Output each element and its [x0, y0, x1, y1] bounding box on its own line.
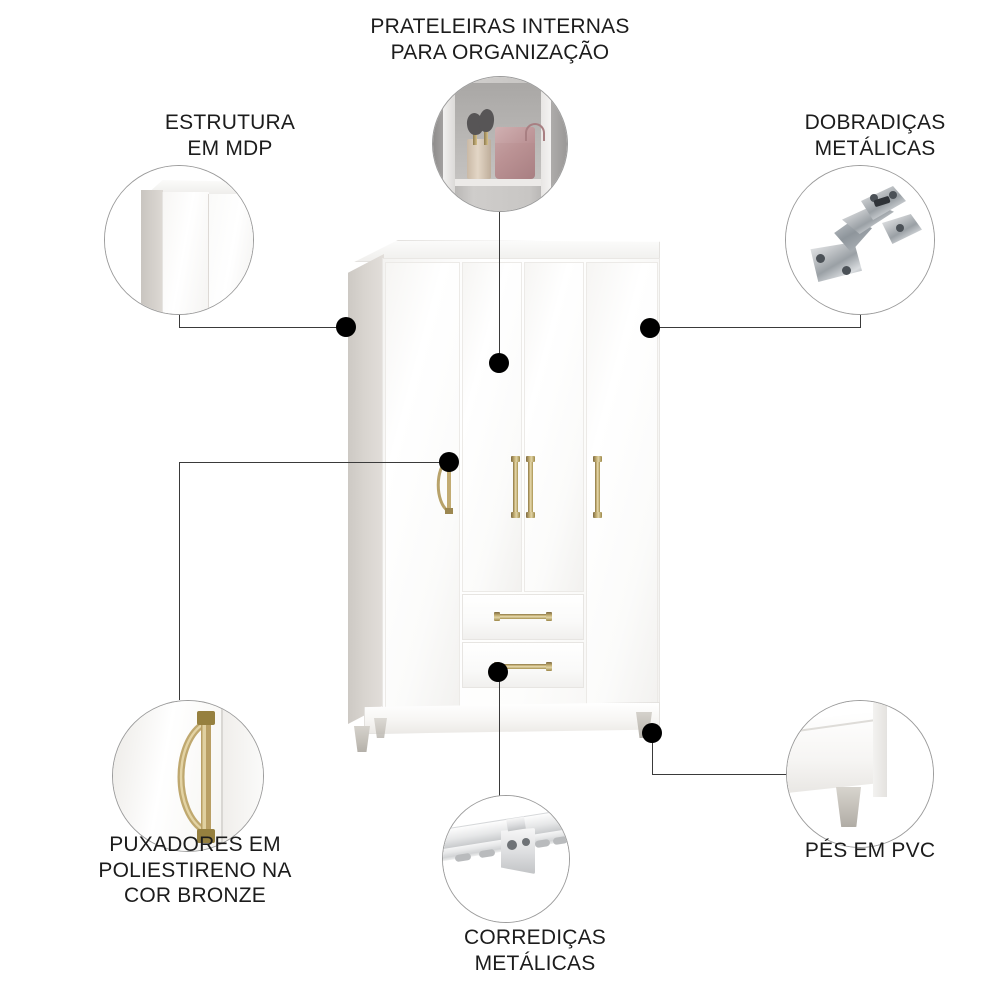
- callout-circle-puxadores[interactable]: [112, 700, 264, 852]
- leader-pes-vertical: [652, 733, 653, 775]
- wardrobe-plinth: [364, 702, 660, 734]
- leader-dobradicas-horizontal: [648, 327, 861, 328]
- bow-handle-detail-svg: [177, 711, 215, 843]
- wardrobe-door-2: [462, 262, 522, 592]
- metal-hinge-icon: [786, 166, 934, 314]
- pvc-foot-icon: [787, 701, 933, 847]
- wardrobe-drawer-1: [462, 594, 584, 640]
- drawer-slide-icon: [443, 796, 569, 922]
- callout-label-corredicas: CORREDIÇAS METÁLICAS: [463, 926, 607, 975]
- wardrobe-foot-front-left: [354, 726, 370, 752]
- door-handle-3: [526, 456, 535, 518]
- drawer-handle-1: [494, 612, 552, 621]
- anchor-dot-puxadores[interactable]: [439, 452, 459, 472]
- leader-dobradicas-vertical: [860, 315, 861, 328]
- leader-puxadores-vertical: [179, 462, 180, 700]
- leader-pes-horizontal: [652, 774, 790, 775]
- leader-prateleiras-vertical: [499, 212, 500, 364]
- callout-label-prateleiras: PRATELEIRAS INTERNAS PARA ORGANIZAÇÃO: [370, 15, 630, 64]
- leader-puxadores-horizontal: [179, 462, 451, 463]
- bronze-handle-icon: [113, 701, 263, 851]
- door-handle-2: [511, 456, 520, 518]
- anchor-dot-estrutura[interactable]: [336, 317, 356, 337]
- callout-circle-prateleiras[interactable]: [432, 76, 568, 212]
- anchor-dot-corredicas[interactable]: [488, 662, 508, 682]
- callout-circle-corredicas[interactable]: [442, 795, 570, 923]
- leader-corredicas-vertical: [499, 672, 500, 796]
- door-handle-4: [593, 456, 602, 518]
- leader-estrutura-horizontal: [179, 327, 349, 328]
- callout-label-puxadores: PUXADORES EM POLIESTIRENO NA COR BRONZE: [98, 833, 292, 908]
- shelf-organizer-icon: [433, 77, 567, 211]
- callout-label-estrutura: ESTRUTURA EM MDP: [164, 111, 296, 160]
- callout-circle-estrutura[interactable]: [104, 165, 254, 315]
- anchor-dot-pes[interactable]: [642, 723, 662, 743]
- leader-estrutura-vertical: [179, 313, 180, 328]
- callout-label-dobradicas: DOBRADIÇAS METÁLICAS: [804, 111, 946, 160]
- wardrobe-door-3: [524, 262, 584, 592]
- callout-circle-dobradicas[interactable]: [785, 165, 935, 315]
- cabinet-corner-icon: [105, 166, 253, 314]
- anchor-dot-dobradicas[interactable]: [640, 318, 660, 338]
- anchor-dot-prateleiras[interactable]: [489, 353, 509, 373]
- wardrobe-foot-back-left: [374, 718, 387, 738]
- callout-circle-pes[interactable]: [786, 700, 934, 848]
- product-wardrobe-image: [330, 240, 680, 760]
- callout-label-pes: PÉS EM PVC: [804, 839, 936, 862]
